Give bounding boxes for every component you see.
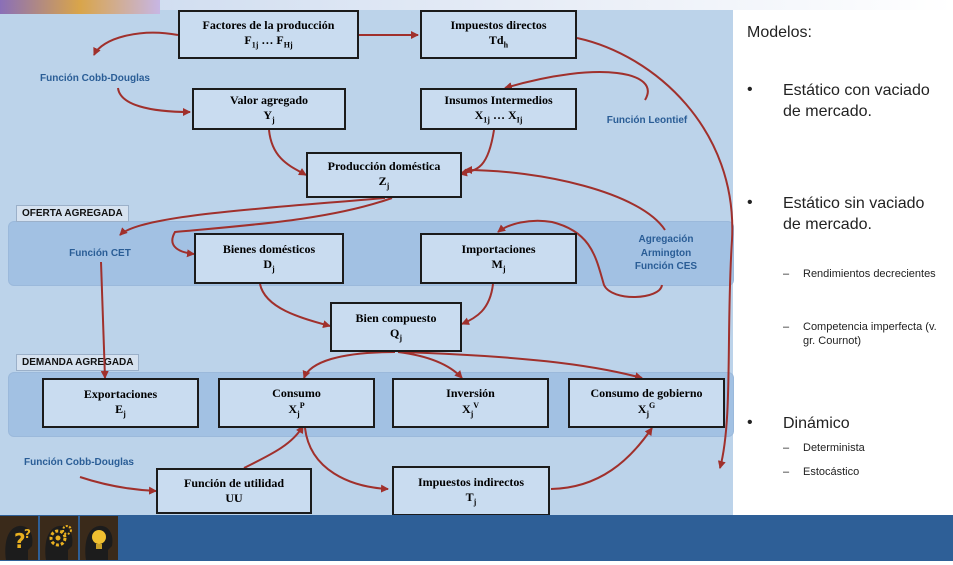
impuestos-directos-sub: h [503, 40, 509, 50]
funcion-utilidad-box: Función de utilidad UU [156, 468, 312, 514]
consumo-gobierno-title: Consumo de gobierno [590, 386, 703, 401]
model-item-1-text: Estático con vaciado de mercado. [783, 82, 930, 120]
insumos-title: Insumos Intermedios [444, 92, 553, 107]
consumo-gobierno-sup: G [649, 401, 656, 411]
model-item-2-sub-2: – Competencia imperfecta (v. gr. Cournot… [783, 320, 943, 349]
label-cobb-douglas-top: Función Cobb-Douglas [40, 73, 150, 84]
impuestos-directos-box: Impuestos directos Tdh [420, 10, 577, 59]
label-armington: Agregación Armington Función CES [620, 233, 712, 274]
exportaciones-sym: E [115, 401, 124, 416]
consumo-box: Consumo XjP [218, 378, 375, 428]
inversion-sym: X [461, 402, 471, 417]
model-item-2-sub-1-text: Rendimientos decrecientes [803, 268, 936, 280]
valor-agregado-box: Valor agregado Yj [192, 88, 346, 130]
valor-agregado-title: Valor agregado [229, 92, 309, 107]
models-title: Modelos: [747, 24, 812, 41]
produccion-domestica-box: Producción doméstica Zj [306, 152, 462, 198]
utilidad-title: Función de utilidad [183, 476, 285, 490]
valor-agregado-sub: j [272, 115, 275, 125]
factores-sub2: Hj [283, 40, 293, 50]
importaciones-title: Importaciones [461, 242, 536, 257]
label-leontief: Función Leontief [606, 115, 688, 126]
impuestos-indirectos-box: Impuestos indirectos Tj [392, 466, 550, 516]
consumo-gobierno-box: Consumo de gobierno XjG [568, 378, 725, 428]
insumos-sub1: 1j [483, 115, 490, 125]
produccion-sym: Z [378, 173, 387, 188]
oferta-tag: OFERTA AGREGADA [16, 205, 129, 222]
impuestos-indirectos-sub: j [473, 497, 477, 507]
inversion-sup: V [473, 401, 480, 411]
consumo-gobierno-sym: X [637, 402, 647, 417]
model-item-2-text: Estático sin vaciado de mercado. [783, 195, 925, 233]
svg-text:?: ? [14, 529, 26, 553]
insumos-sym: X [474, 107, 484, 122]
bienes-domesticos-sym: D [263, 257, 272, 272]
consumo-title: Consumo [272, 386, 321, 401]
question-head-icon: ? ? [0, 516, 38, 560]
insumos-mid: … X [489, 107, 517, 122]
produccion-sub: j [386, 181, 390, 191]
dash-icon: – [783, 442, 790, 454]
consumo-gobierno-sub: j [646, 409, 650, 419]
factores-mid: … F [258, 33, 284, 48]
factores-sub1: 1j [251, 40, 259, 50]
logo-banner [0, 0, 160, 14]
importaciones-box: Importaciones Mj [420, 233, 577, 284]
bienes-domesticos-title: Bienes domésticos [222, 242, 316, 257]
model-item-3-sub-2-text: Estocástico [803, 466, 860, 478]
consumo-sym: X [288, 402, 298, 417]
dash-icon: – [783, 321, 790, 333]
bien-compuesto-sub: j [399, 333, 402, 343]
exportaciones-box: Exportaciones Ej [42, 378, 199, 428]
dash-icon: – [783, 466, 790, 478]
factores-title: Factores de la producción [202, 18, 335, 33]
label-cet: Función CET [69, 248, 131, 259]
utilidad-sym: UU [225, 491, 243, 505]
bullet-icon: • [747, 194, 753, 211]
consumo-sub: j [297, 409, 300, 419]
produccion-title: Producción doméstica [327, 158, 441, 173]
exportaciones-title: Exportaciones [83, 386, 158, 401]
impuestos-indirectos-title: Impuestos indirectos [417, 474, 525, 489]
bullet-icon: • [747, 81, 753, 98]
impuestos-directos-sym: Td [488, 33, 504, 48]
inversion-box: Inversión XjV [392, 378, 549, 428]
impuestos-directos-title: Impuestos directos [450, 18, 547, 33]
bienes-domesticos-box: Bienes domésticos Dj [194, 233, 344, 284]
label-armington-line2: Armington [640, 247, 692, 259]
bullet-icon: • [747, 414, 753, 431]
model-item-3-sub-1: – Determinista [783, 441, 943, 455]
top-strip [0, 0, 953, 10]
model-item-3-text: Dinámico [783, 415, 850, 432]
valor-agregado-sym: Y [263, 107, 272, 122]
bien-compuesto-title: Bien compuesto [355, 310, 437, 325]
bienes-domesticos-sub: j [272, 264, 275, 274]
lightbulb-head-icon [80, 516, 118, 560]
factores-sym: F [244, 33, 252, 48]
insumos-intermedios-box: Insumos Intermedios X1j … XIj [420, 88, 577, 130]
svg-text:?: ? [24, 527, 31, 541]
model-item-3-sub-2: – Estocástico [783, 465, 943, 479]
label-armington-line3: Función CES [634, 261, 698, 272]
demanda-tag: DEMANDA AGREGADA [16, 354, 140, 371]
model-item-2-sub-1: – Rendimientos decrecientes [783, 267, 943, 281]
label-cobb-douglas-bottom: Función Cobb-Douglas [24, 457, 134, 468]
factores-produccion-box: Factores de la producción F1j … FHj [178, 10, 359, 59]
gears-head-icon [40, 516, 78, 560]
impuestos-indirectos-sym: T [465, 489, 474, 504]
insumos-sub2: Ij [516, 115, 523, 125]
consumo-sup: P [299, 401, 305, 411]
label-armington-line1: Agregación [638, 234, 694, 245]
inversion-title: Inversión [446, 386, 495, 401]
importaciones-sym: M [491, 257, 503, 272]
model-item-2-sub-2-text: Competencia imperfecta (v. gr. Cournot) [803, 321, 937, 348]
importaciones-sub: j [502, 264, 506, 274]
dash-icon: – [783, 268, 790, 280]
bien-compuesto-sym: Q [389, 325, 400, 340]
model-item-3-sub-1-text: Determinista [803, 442, 865, 454]
inversion-sub: j [470, 409, 474, 419]
bottom-bar [0, 515, 953, 561]
bien-compuesto-box: Bien compuesto Qj [330, 302, 462, 352]
exportaciones-sub: j [123, 409, 126, 419]
